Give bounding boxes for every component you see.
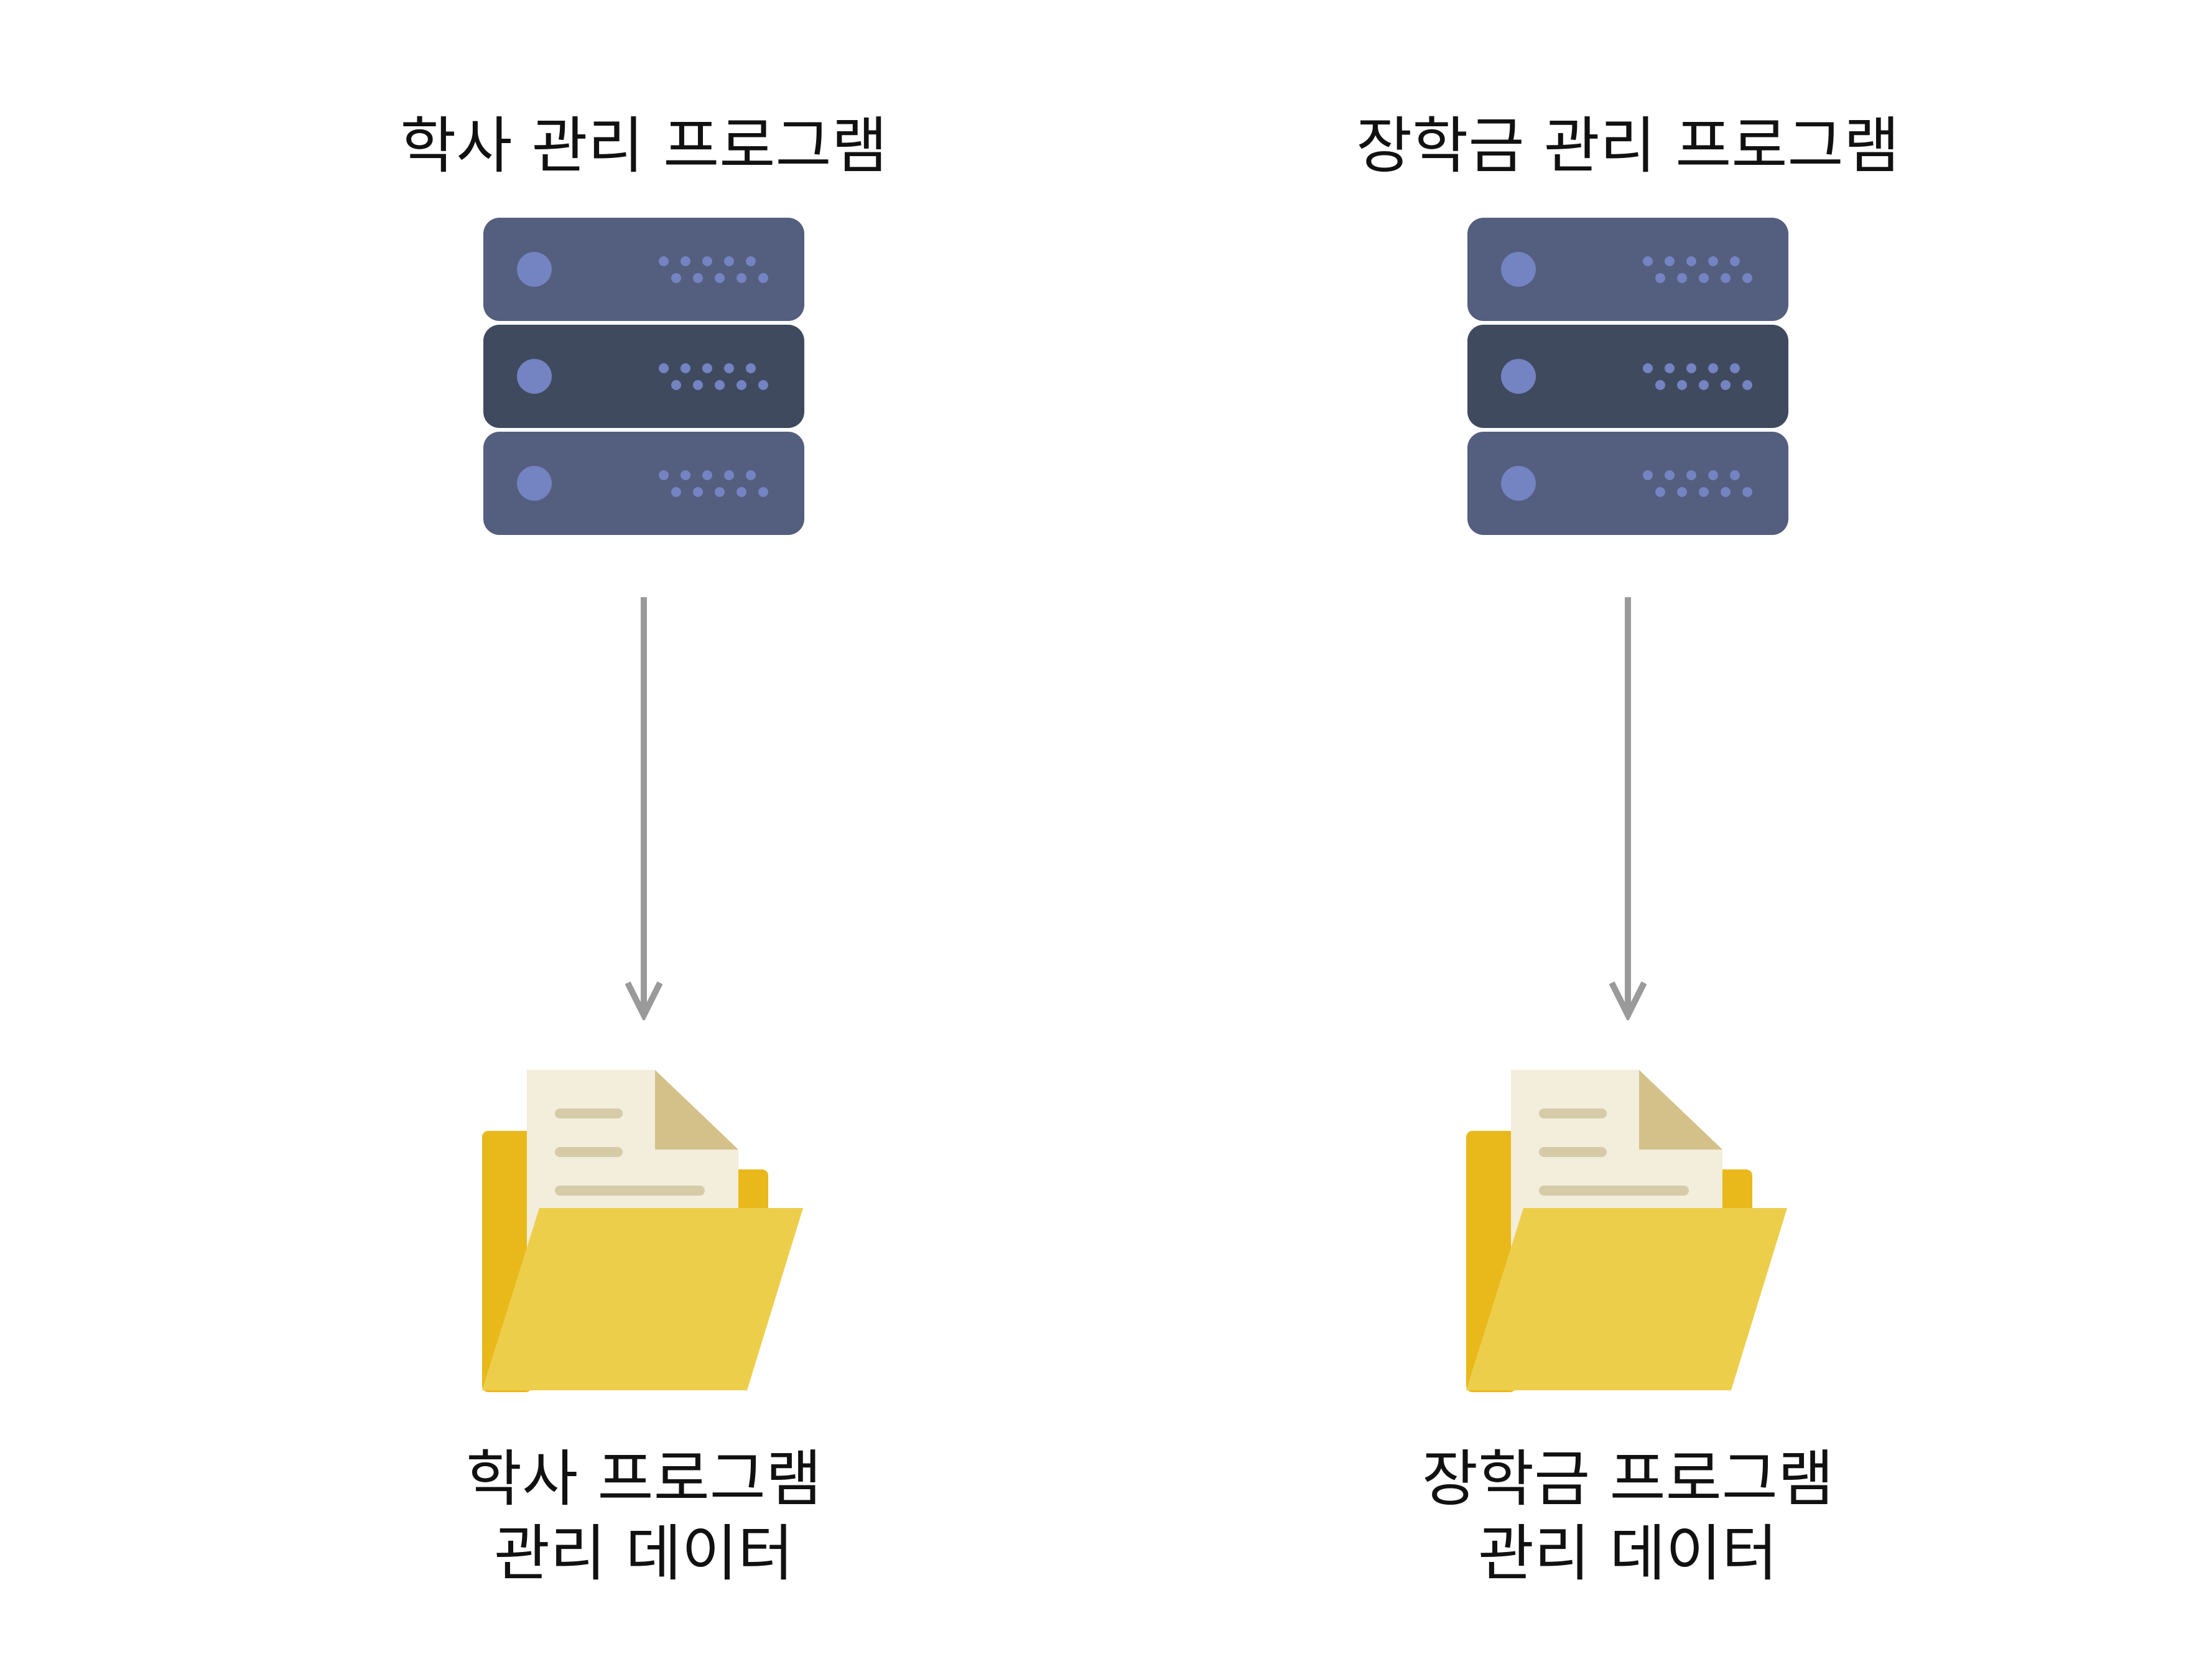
academic-caption-line2: 관리 데이터	[494, 1518, 794, 1589]
server-rack-icon	[1467, 218, 1788, 535]
scholarship-program-column: 장학금 관리 프로그램	[1286, 0, 1970, 1659]
scholarship-caption-line2: 관리 데이터	[1478, 1518, 1778, 1589]
arrow-down-icon	[1609, 597, 1647, 1020]
academic-data-caption: 학사 프로그램 관리 데이터	[302, 1442, 986, 1591]
scholarship-data-caption: 장학금 프로그램 관리 데이터	[1286, 1442, 1970, 1591]
academic-caption-line1: 학사 프로그램	[465, 1444, 822, 1515]
folder-with-document-icon	[482, 1070, 806, 1393]
server-rack-icon	[483, 218, 804, 535]
scholarship-caption-line1: 장학금 프로그램	[1421, 1444, 1834, 1515]
academic-program-title: 학사 관리 프로그램	[400, 111, 888, 182]
folder-with-document-icon	[1466, 1070, 1790, 1393]
arrow-down-icon	[625, 597, 662, 1020]
academic-program-column: 학사 관리 프로그램	[302, 0, 986, 1659]
scholarship-program-title: 장학금 관리 프로그램	[1356, 111, 1900, 182]
